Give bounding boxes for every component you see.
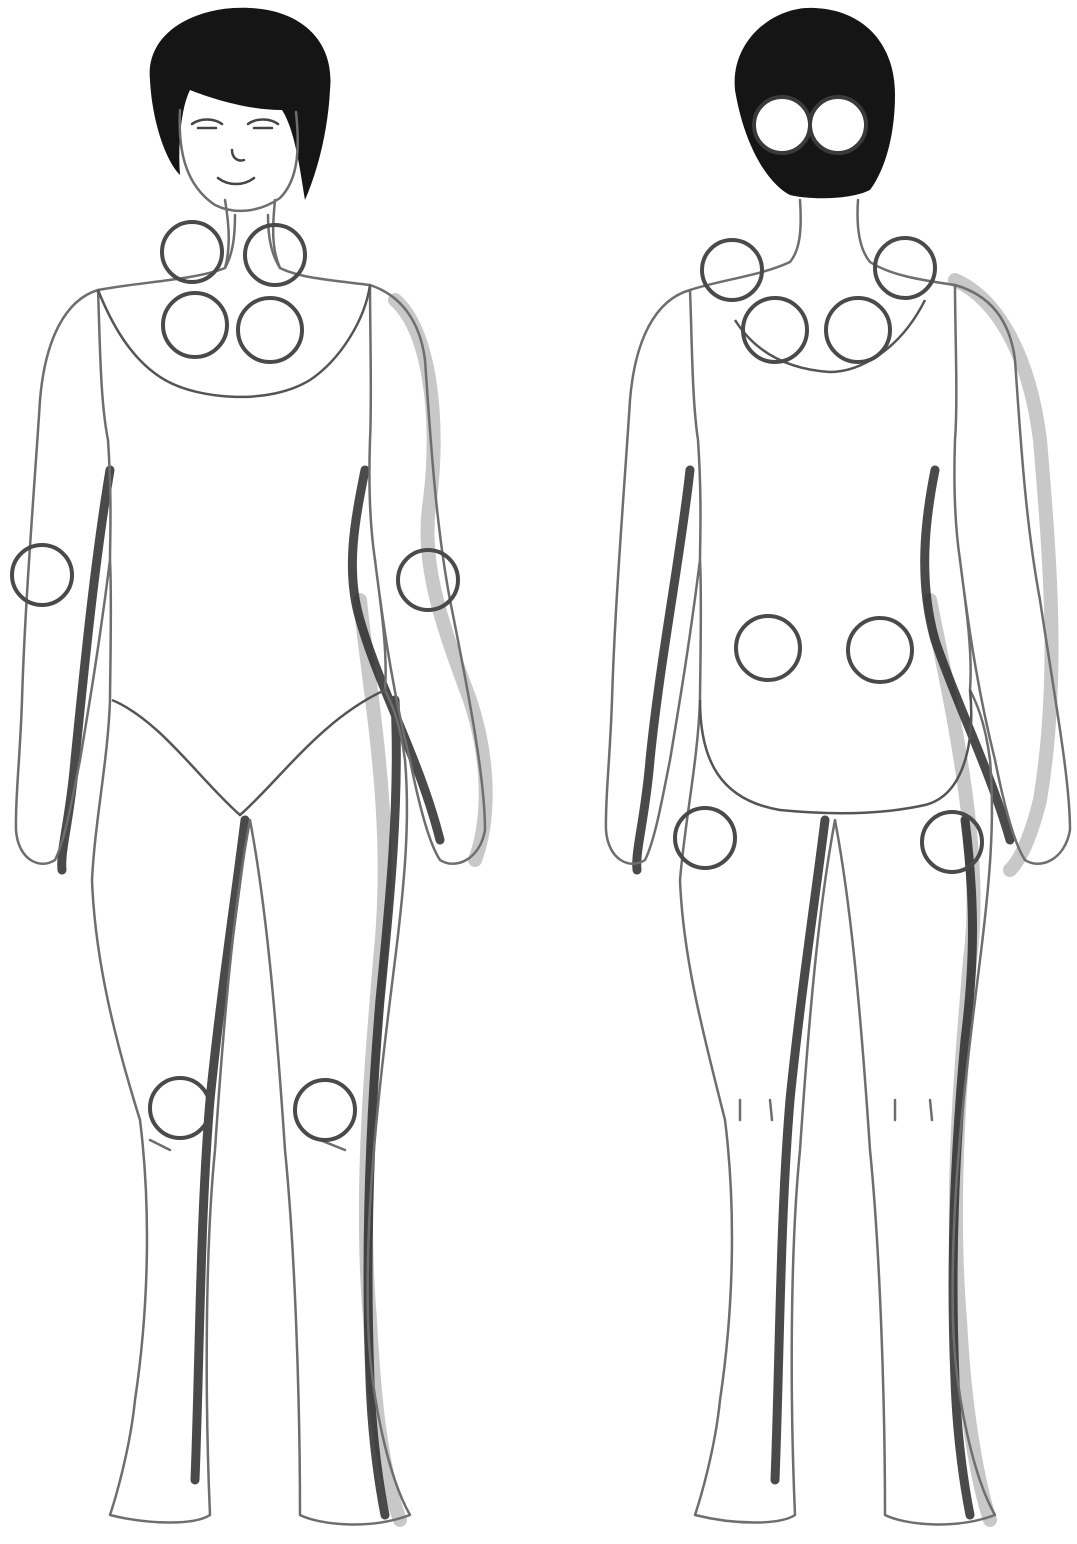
front-facial-features (192, 120, 278, 185)
front-tender-point-elbow-left (12, 545, 72, 605)
front-figure (12, 8, 486, 1525)
front-nose (232, 150, 244, 161)
back-body-outline (606, 200, 1070, 1524)
back-tender-point-scapula-right (826, 298, 890, 362)
front-tender-point-knee-left (150, 1078, 210, 1138)
front-tender-point-neck-left (162, 222, 222, 282)
front-left-eye (192, 120, 222, 129)
back-tender-point-occiput-left (754, 97, 810, 153)
front-tender-point-knee-right (295, 1080, 355, 1140)
back-figure (606, 8, 1070, 1525)
back-tender-point-lumbar-right (848, 618, 912, 682)
back-tender-point-lumbar-left (736, 616, 800, 680)
back-leotard (700, 300, 971, 813)
front-tender-point-chest-left (163, 293, 227, 357)
front-right-eye (248, 120, 278, 129)
front-knee-marks (150, 1140, 345, 1150)
front-body-outline (16, 215, 485, 1524)
front-mouth (218, 178, 254, 184)
front-leotard (98, 285, 385, 815)
back-knee-marks (740, 1100, 932, 1120)
front-tender-point-chest-right (238, 298, 302, 362)
back-hair (735, 8, 895, 198)
back-tender-point-shoulder-left (702, 240, 762, 300)
back-tender-point-scapula-left (743, 298, 807, 362)
front-hair (150, 8, 331, 200)
back-tender-point-occiput-right (810, 97, 866, 153)
back-body-shadow-soft (930, 280, 1052, 1520)
front-body-shadow-soft (360, 300, 486, 1520)
